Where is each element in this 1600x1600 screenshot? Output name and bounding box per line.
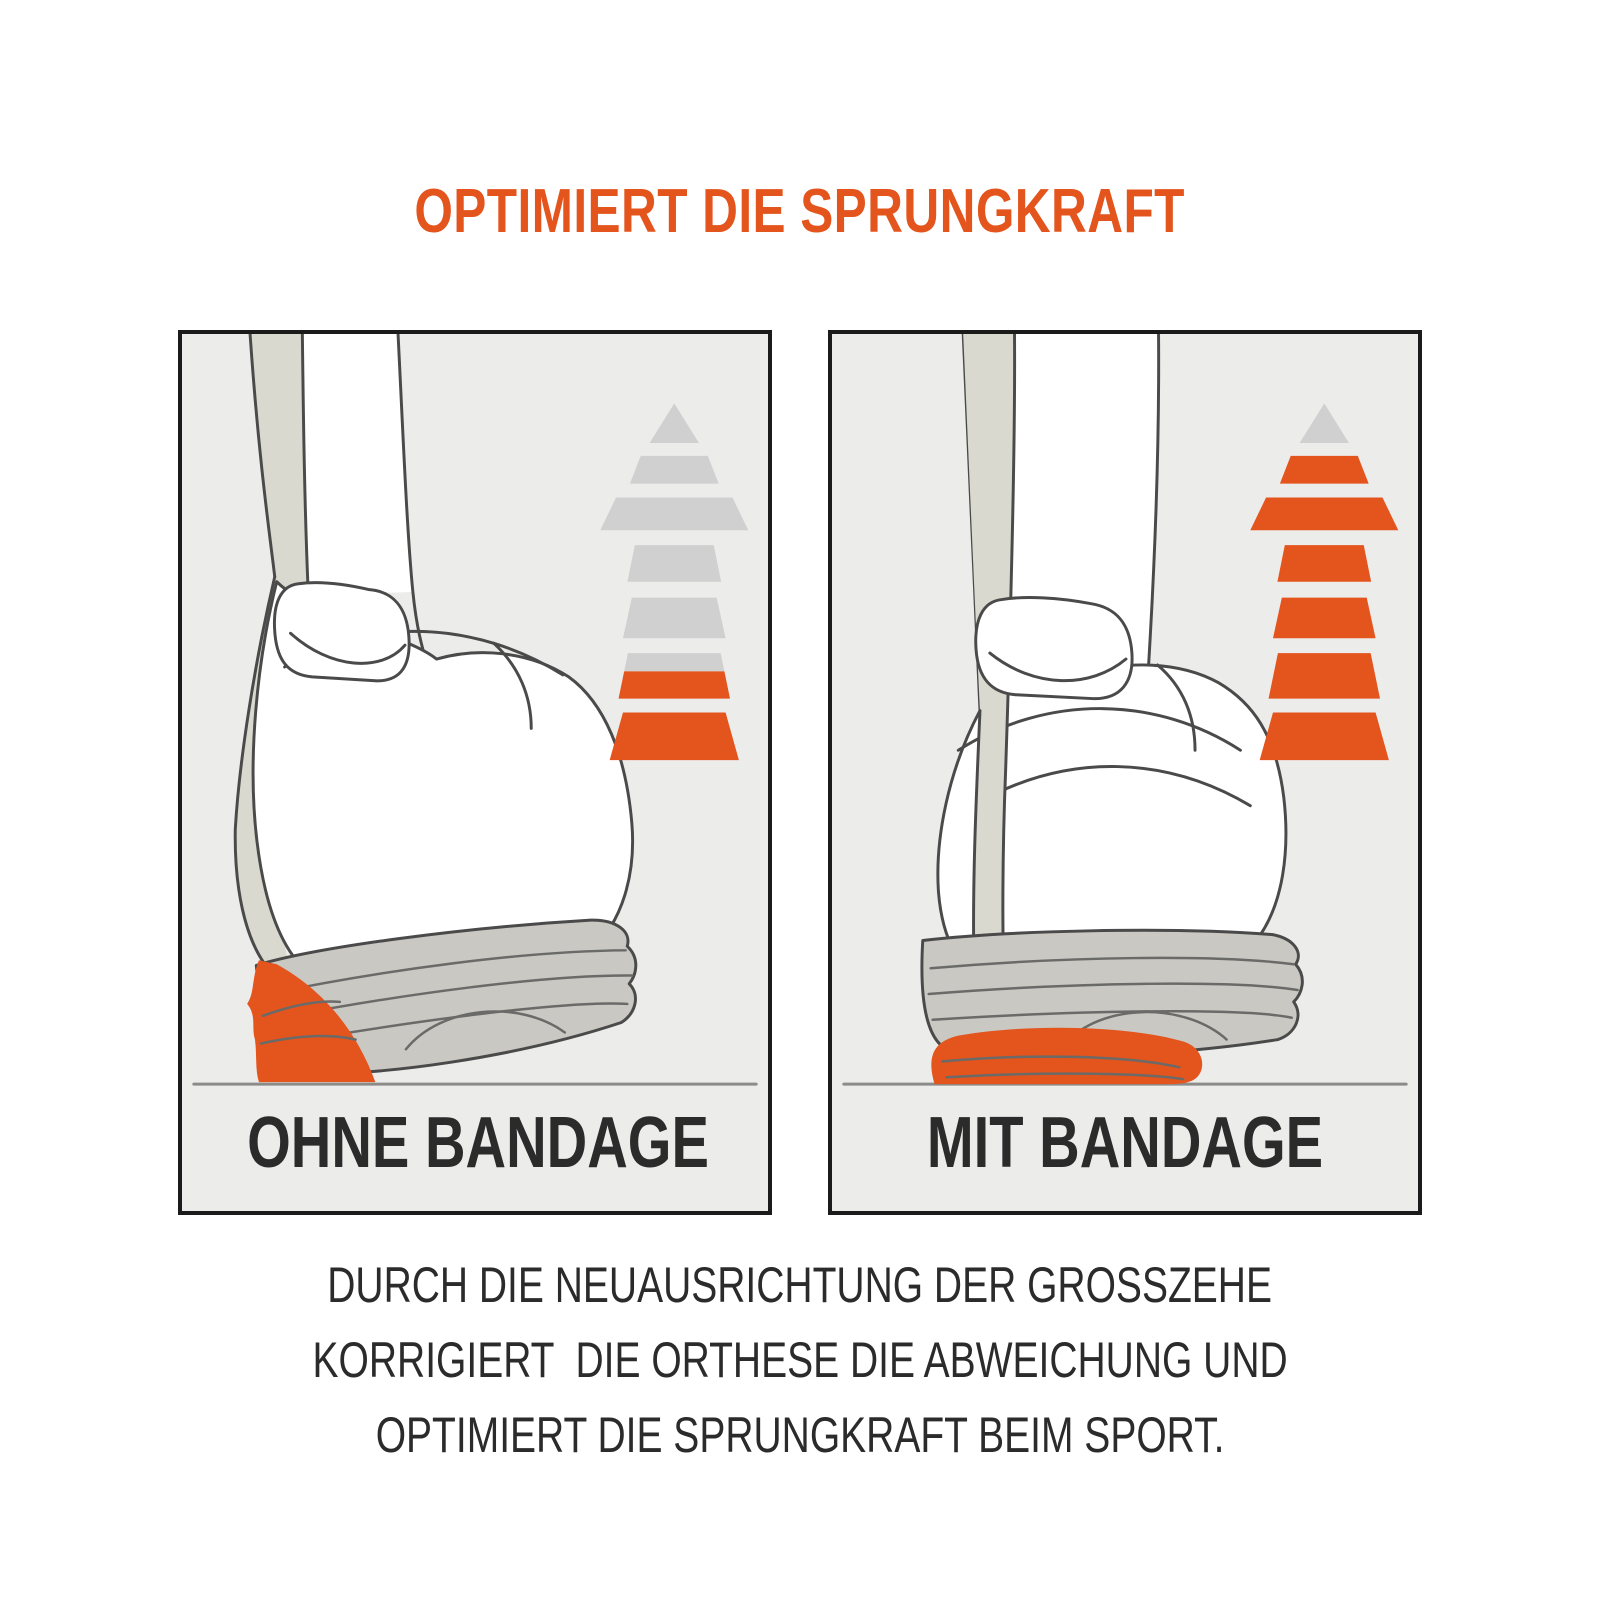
leg-left-outline xyxy=(248,334,277,579)
heel-pod-line xyxy=(404,1010,567,1051)
shoe-fold-line xyxy=(1156,663,1197,752)
shoe-sole-flat xyxy=(920,928,1304,1059)
caption-line-3: OPTIMIERT DIE SPRUNGKRAFT BEIM SPORT. xyxy=(375,1407,1225,1463)
jump-force-indicator-high xyxy=(1250,403,1399,761)
heel-pod-line xyxy=(1067,1010,1228,1041)
straight-foot-illustration xyxy=(842,334,1408,1086)
ankle-bone xyxy=(272,581,411,683)
panel-label-with: MIT BANDAGE xyxy=(926,1103,1324,1183)
caption: DURCH DIE NEUAUSRICHTUNG DER GROSSZEHE K… xyxy=(0,1248,1600,1473)
page-title: OPTIMIERT DIE SPRUNGKRAFT xyxy=(0,176,1600,247)
panel-with-bandage: MIT BANDAGE xyxy=(828,330,1422,1215)
shoe-fold-line xyxy=(492,641,533,730)
page-title-text: OPTIMIERT DIE SPRUNGKRAFT xyxy=(414,177,1186,246)
caption-line-2: KORRIGIERT DIE ORTHESE DIE ABWEICHUNG UN… xyxy=(312,1332,1288,1388)
tilted-foot-illustration xyxy=(192,334,758,1086)
band-outer-outline xyxy=(233,575,277,966)
jump-force-indicator-low xyxy=(600,403,749,761)
contact-area-edge xyxy=(247,960,376,1083)
contact-area-full xyxy=(931,1027,1203,1085)
shoe-collar-line-2 xyxy=(978,765,1252,808)
panel-without-bandage: OHNE BANDAGE xyxy=(178,330,772,1215)
panel-label-without: OHNE BANDAGE xyxy=(247,1103,709,1183)
ankle-bone xyxy=(974,596,1134,701)
band-inner-outline xyxy=(300,334,310,596)
caption-line-1: DURCH DIE NEUAUSRICHTUNG DER GROSSZEHE xyxy=(327,1257,1273,1313)
